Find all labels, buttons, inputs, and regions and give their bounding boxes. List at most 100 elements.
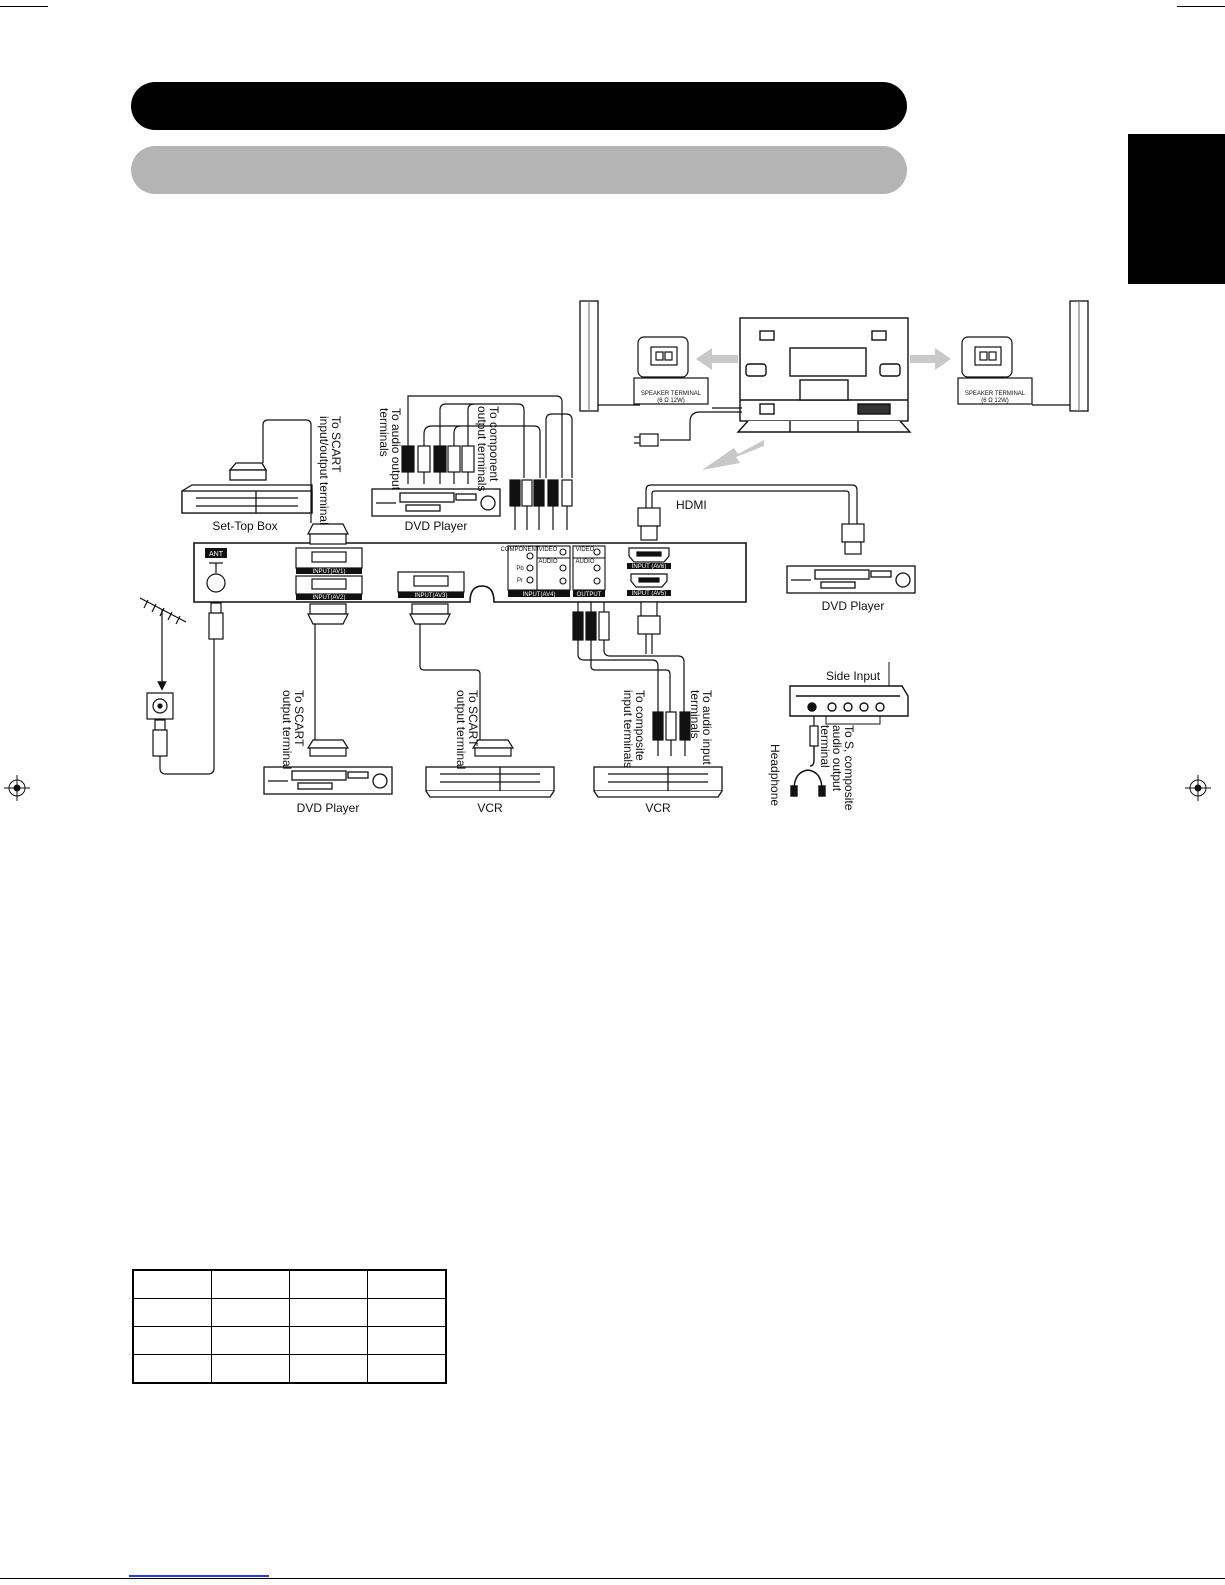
vcr-left-label: VCR xyxy=(477,801,503,815)
dvd-player-bottom xyxy=(263,766,393,795)
section-header-bar xyxy=(131,82,907,130)
output-video-label: VIDEO xyxy=(576,547,595,553)
pb-label: Pb xyxy=(516,566,524,572)
rca-plugs-output xyxy=(572,602,610,641)
to-s-composite-line1: To S, composite xyxy=(842,725,856,811)
table-row xyxy=(132,1298,447,1327)
tv-rear xyxy=(736,317,912,433)
headphone-label: Headphone xyxy=(768,744,782,806)
to-audio-in-line1: To audio input xyxy=(700,690,714,765)
table-cell xyxy=(132,1298,212,1327)
dvd-player-top xyxy=(371,488,501,517)
speaker-terminal-right xyxy=(957,336,1033,405)
table-row xyxy=(132,1354,447,1384)
registration-mark-right xyxy=(1185,775,1211,801)
to-scart-io-line1: To SCART xyxy=(329,416,343,473)
to-composite-in-line2: input terminals xyxy=(621,690,635,768)
scart-av1-port xyxy=(295,547,363,569)
language-side-tab xyxy=(1128,134,1225,284)
to-scart-out-dvd-line2: output terminal xyxy=(280,690,294,769)
side-input-bracket xyxy=(825,716,881,725)
table-cell xyxy=(289,1269,368,1299)
to-scart-out-vcr-line2: output terminal xyxy=(454,690,468,769)
table-cell xyxy=(367,1326,447,1355)
to-scart-io-line2: input/output terminal xyxy=(317,416,331,525)
scart-plug-av1 xyxy=(307,523,349,545)
input-av2-label: INPUT(AV2) xyxy=(313,595,346,601)
scart-plug-vcr-left xyxy=(471,739,515,757)
output-label: OUTPUT xyxy=(577,592,602,598)
dvd-top-cables xyxy=(407,395,573,478)
component-label: COMPONENT xyxy=(501,547,540,553)
scart-av3-port xyxy=(397,571,465,593)
hdmi-av6-port xyxy=(628,547,670,563)
output-cables xyxy=(577,640,685,712)
set-top-box xyxy=(181,462,313,514)
ant-label: ANT xyxy=(209,551,224,558)
input-av6-label: INPUT (AV6) xyxy=(632,564,666,570)
input-av3-label: INPUT(AV3) xyxy=(415,593,448,599)
subsection-header-bar xyxy=(131,146,907,194)
table-cell xyxy=(211,1298,290,1327)
table-cell xyxy=(211,1354,290,1384)
table-cell xyxy=(132,1326,212,1355)
hdmi-av5-plug xyxy=(637,601,661,654)
to-component-out-line2: output terminals xyxy=(475,406,489,491)
table-cell xyxy=(367,1298,447,1327)
side-input-label: Side Input xyxy=(826,669,881,683)
speaker-terminal-left xyxy=(633,336,709,405)
antenna-plug-bottom xyxy=(152,719,168,757)
to-composite-in-line1: To composite xyxy=(633,690,647,761)
headphone-plug xyxy=(809,716,819,747)
set-top-box-cable xyxy=(262,419,312,523)
to-component-out-line1: To component xyxy=(487,406,501,482)
bottom-rule xyxy=(0,1578,1225,1579)
vcr-left xyxy=(425,766,555,798)
dvd-player-right xyxy=(786,565,916,594)
speaker-terminal-label-right: SPEAKER TERMINAL xyxy=(965,391,1026,397)
av3-cable xyxy=(419,624,481,740)
to-scart-out-dvd-line1: To SCART xyxy=(292,690,306,747)
power-cord xyxy=(634,407,742,447)
scart-plug-dvd-bottom xyxy=(306,739,350,757)
hdmi-plug-dvd xyxy=(841,523,865,555)
footer-link-underline[interactable] xyxy=(129,1575,269,1577)
av4-video-label: VIDEO xyxy=(539,547,558,553)
side-input-panel xyxy=(789,685,909,717)
spec-table xyxy=(132,1269,447,1384)
hdmi-label: HDMI xyxy=(676,498,707,512)
table-cell xyxy=(367,1269,447,1299)
input-av5-label: INPUT (AV5) xyxy=(632,591,666,597)
headphone-icon xyxy=(790,746,826,797)
scart-plug-av3 xyxy=(409,603,451,625)
table-cell xyxy=(367,1354,447,1384)
speaker-spec-left: (6 Ω 12W) xyxy=(657,398,685,404)
input-av1-label: INPUT(AV1) xyxy=(313,569,346,575)
to-s-composite-line3: terminal xyxy=(818,725,832,768)
dvd-player-right-label: DVD Player xyxy=(822,599,885,613)
hdmi-av5-port xyxy=(630,573,668,588)
gray-arrows xyxy=(696,348,951,470)
to-audio-out-line2: terminals xyxy=(377,408,391,457)
hdmi-plug-top xyxy=(637,507,661,541)
hdmi-cable xyxy=(645,484,858,526)
av4-audio-label: AUDIO xyxy=(538,559,557,565)
set-top-box-label: Set-Top Box xyxy=(212,519,277,533)
speaker-spec-right: (6 Ω 12W) xyxy=(981,398,1009,404)
table-cell xyxy=(289,1326,368,1355)
input-av4-label: INPUT(AV4) xyxy=(523,592,556,598)
scart-plug-av2 xyxy=(307,603,349,625)
to-s-composite-line2: audio output xyxy=(830,725,844,792)
speaker-right xyxy=(1069,300,1089,412)
crop-mark xyxy=(1177,6,1225,7)
vcr-right xyxy=(593,766,723,798)
to-audio-out-line1: To audio output xyxy=(389,408,403,491)
vcr-right-label: VCR xyxy=(645,801,671,815)
output-audio-label: AUDIO xyxy=(575,559,594,565)
table-cell xyxy=(132,1269,212,1299)
speaker-left xyxy=(579,300,599,412)
crop-mark xyxy=(0,6,48,7)
registration-mark-left xyxy=(4,775,30,801)
antenna-wall-socket xyxy=(146,692,174,720)
